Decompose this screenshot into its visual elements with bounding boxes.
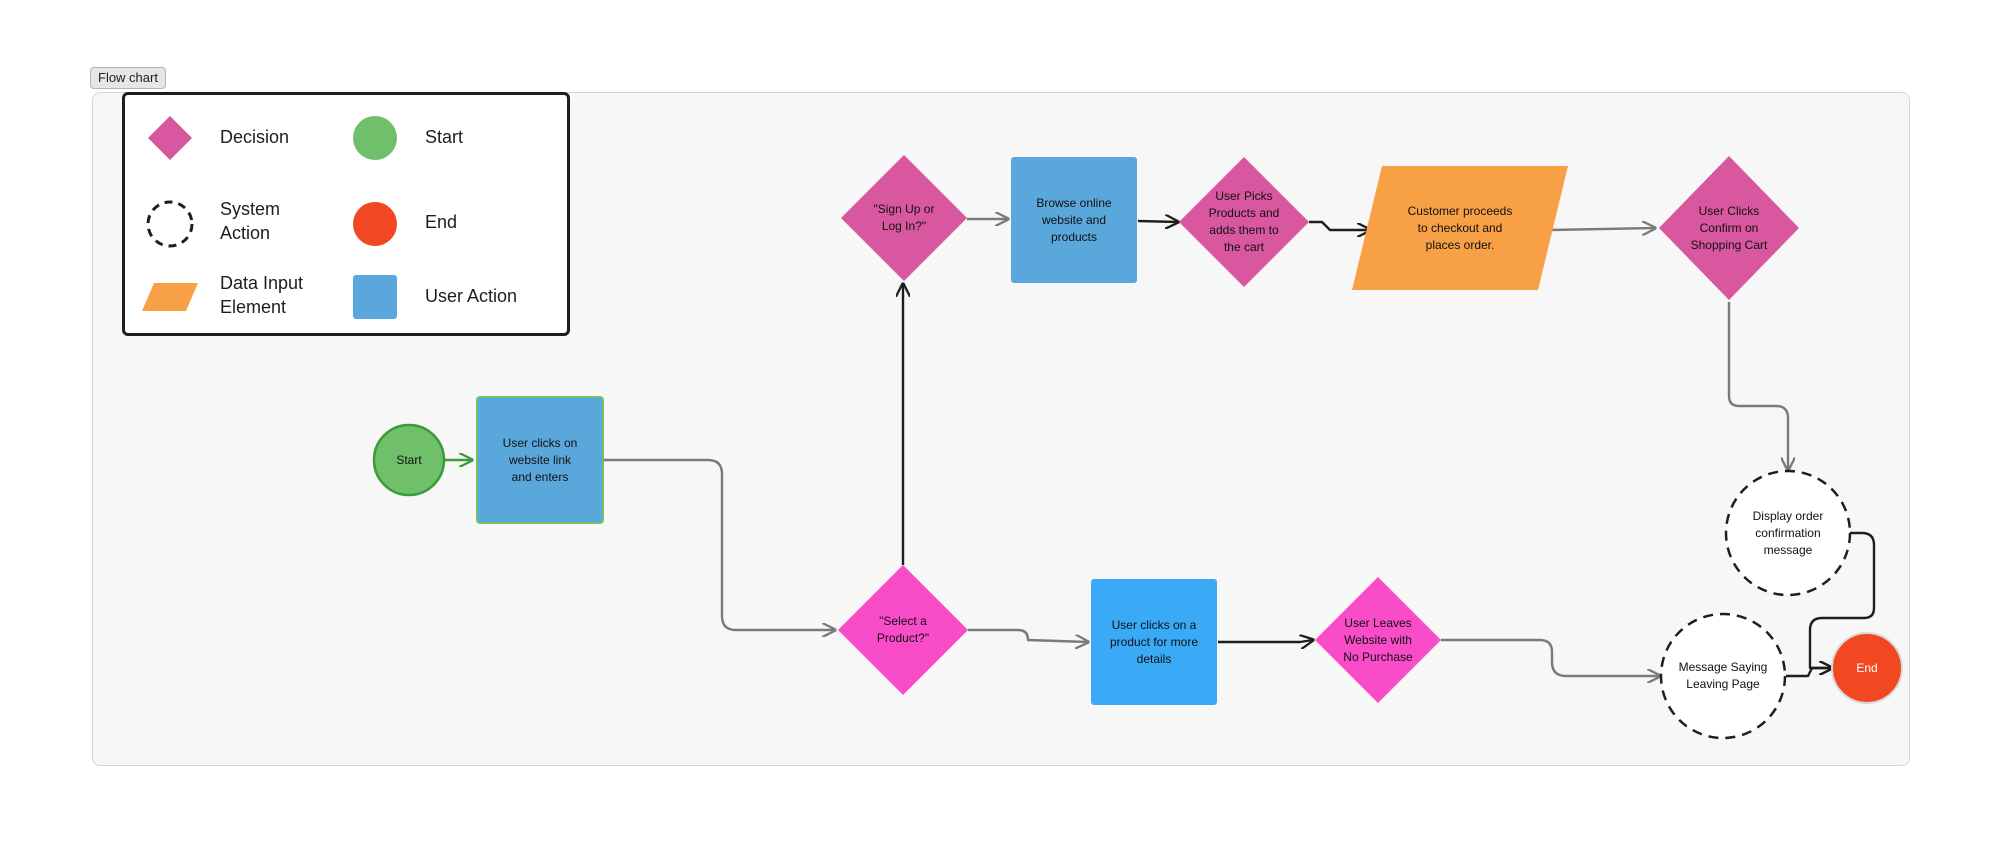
edge-select-product-to-product-details[interactable] <box>968 628 1088 642</box>
node-picks-products[interactable] <box>1179 157 1309 287</box>
edge-leaving-message-to-end[interactable] <box>1786 668 1832 678</box>
node-select-product[interactable] <box>838 565 968 695</box>
legend-label: Start <box>425 127 464 147</box>
node-label-browse: Browse online website and products <box>1036 195 1112 244</box>
frame-label[interactable]: Flow chart <box>90 67 166 89</box>
legend-label: System Action <box>220 199 281 243</box>
legend-user-action-swatch <box>353 275 397 319</box>
node-label-picks-products: User Picks Products and adds them to the… <box>1208 189 1280 254</box>
node-confirm-cart[interactable] <box>1659 156 1799 300</box>
node-order-confirmation[interactable] <box>1724 469 1852 597</box>
edge-leaves-to-leaving-message[interactable] <box>1441 638 1660 676</box>
legend-start-swatch <box>353 116 397 160</box>
node-leaving-message[interactable] <box>1659 612 1787 740</box>
node-label-checkout: Customer proceeds to checkout and places… <box>1407 203 1513 252</box>
node-end[interactable] <box>1831 632 1903 704</box>
node-label-leaving-message: Message Saying Leaving Page <box>1678 660 1768 691</box>
edge-confirm-cart-to-order-confirmation[interactable] <box>1727 302 1788 470</box>
node-label-start: Start <box>396 452 422 467</box>
legend-data-input-element-swatch <box>142 283 198 311</box>
node-checkout[interactable] <box>1352 166 1568 290</box>
node-label-product-details: User clicks on a product for more detail… <box>1109 617 1199 666</box>
node-label-order-confirmation: Display order confirmation message <box>1752 508 1824 557</box>
edge-user-clicks-link-to-select-product[interactable] <box>603 458 835 630</box>
node-label-user-clicks-link: User clicks on website link and enters <box>502 435 578 484</box>
edge-order-confirmation-to-end[interactable] <box>1808 531 1876 668</box>
node-label-confirm-cart: User Clicks Confirm on Shopping Cart <box>1690 203 1768 252</box>
node-label-end: End <box>1856 660 1878 675</box>
node-label-leaves: User Leaves Website with No Purchase <box>1343 615 1413 664</box>
node-browse[interactable] <box>1011 157 1137 283</box>
legend-label: End <box>425 212 458 232</box>
edge-browse-to-picks-products[interactable] <box>1137 221 1178 222</box>
legend-end-swatch <box>353 202 397 246</box>
node-label-select-product: "Select a Product?" <box>876 614 930 645</box>
node-leaves[interactable] <box>1315 577 1441 703</box>
edge-picks-products-to-checkout[interactable] <box>1309 220 1370 230</box>
edge-product-details-to-leaves[interactable] <box>1218 640 1313 642</box>
node-user-clicks-link[interactable] <box>476 396 604 524</box>
legend-system-action-swatch <box>146 200 194 248</box>
legend-label: Decision <box>220 127 290 147</box>
legend-decision-swatch <box>148 116 192 160</box>
node-product-details[interactable] <box>1091 579 1217 705</box>
legend-label: User Action <box>425 286 518 306</box>
legend-label: Data Input Element <box>220 273 304 317</box>
node-sign-up[interactable] <box>841 155 967 281</box>
node-label-sign-up: "Sign Up or Log In?" <box>873 202 935 233</box>
edge-checkout-to-confirm-cart[interactable] <box>1549 228 1655 230</box>
node-start[interactable] <box>372 423 446 497</box>
